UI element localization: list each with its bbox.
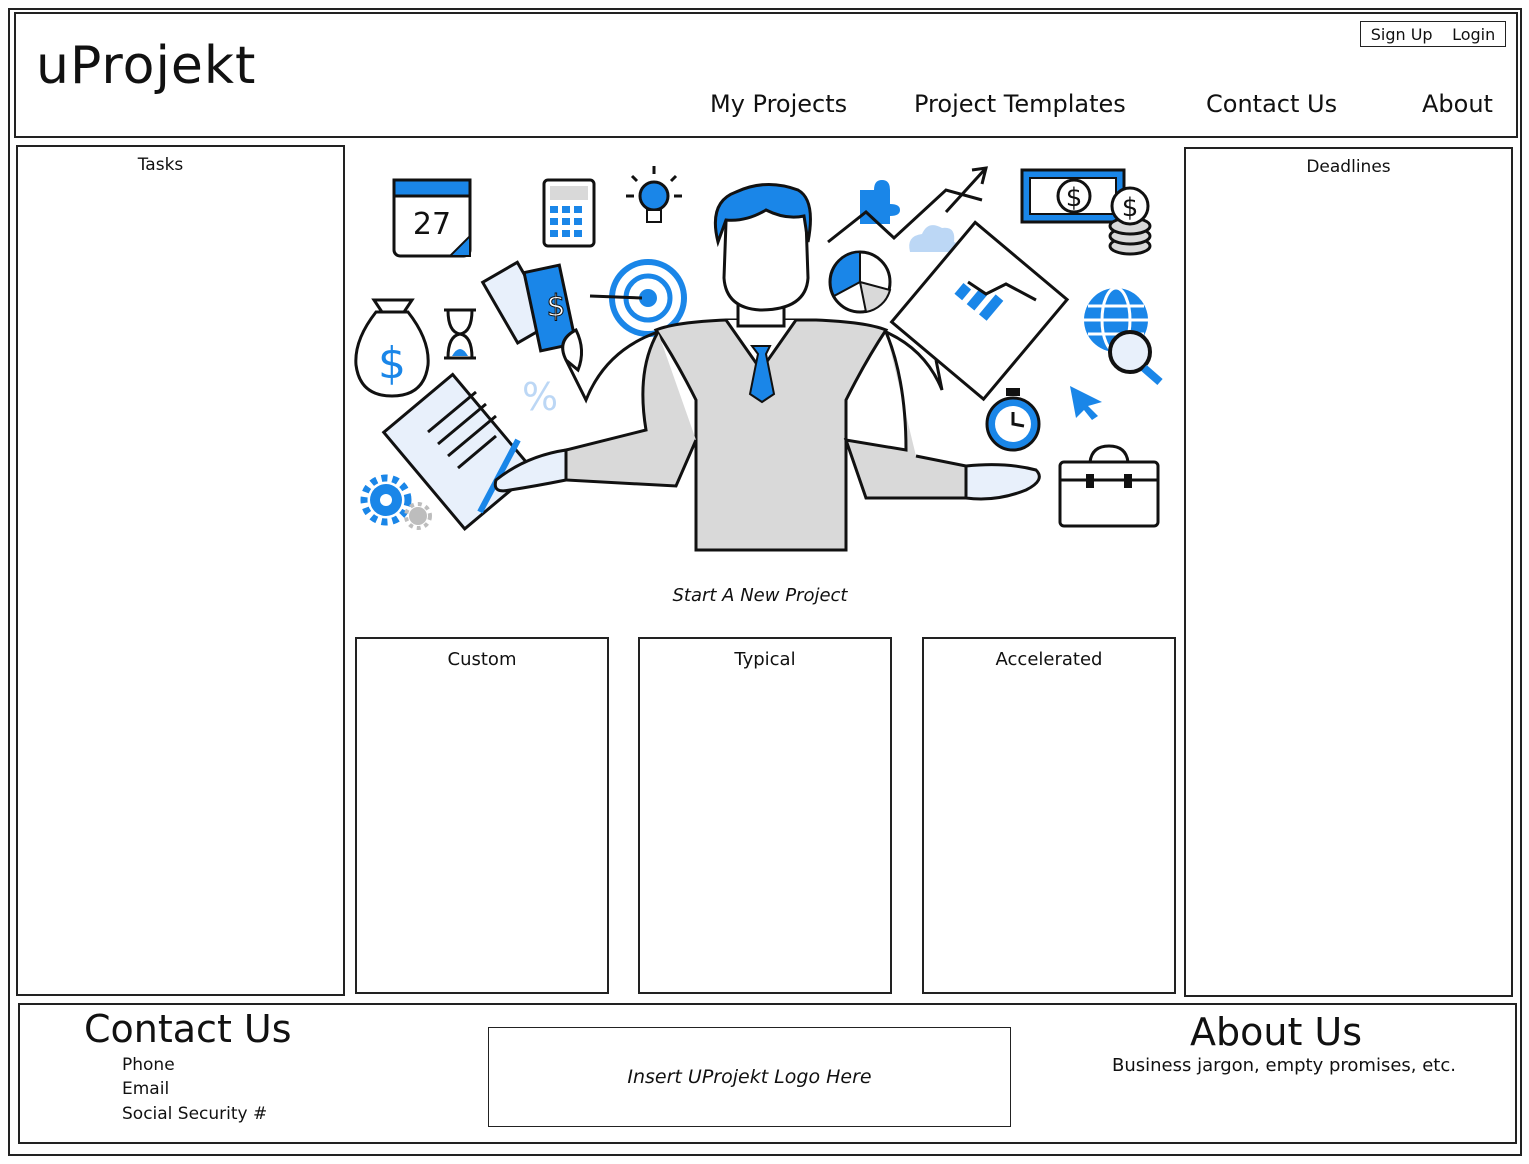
calendar-day: 27 <box>413 207 451 242</box>
card-accelerated[interactable]: Accelerated <box>922 637 1176 994</box>
document-pen-icon <box>381 372 536 531</box>
money-bag-icon: $ <box>354 298 430 398</box>
tasks-title: Tasks <box>137 155 184 175</box>
businessman-figure <box>493 182 1041 552</box>
svg-text:$: $ <box>378 338 406 389</box>
nav-project-templates[interactable]: Project Templates <box>914 90 1126 118</box>
footer-contact-phone[interactable]: Phone <box>122 1055 175 1075</box>
nav-about[interactable]: About <box>1422 90 1493 118</box>
footer-logo-text: Insert UProjekt Logo Here <box>627 1066 872 1088</box>
nav-my-projects[interactable]: My Projects <box>710 90 848 118</box>
deadlines-title: Deadlines <box>1306 157 1391 177</box>
login-link[interactable]: Login <box>1452 24 1496 44</box>
auth-box: Sign Up Login <box>1360 21 1506 47</box>
puzzle-icon <box>860 180 900 224</box>
svg-text:$: $ <box>1122 193 1139 223</box>
site-logo[interactable]: uProjekt <box>36 36 257 96</box>
tasks-panel: Tasks <box>16 145 345 996</box>
cash-coins-icon: $ $ <box>1020 168 1152 256</box>
footer-contact-title: Contact Us <box>84 1007 292 1051</box>
footer-logo-placeholder: Insert UProjekt Logo Here <box>488 1027 1011 1127</box>
percent-icon: % <box>522 375 558 419</box>
footer-about-title: About Us <box>1190 1010 1363 1054</box>
card-typical[interactable]: Typical <box>638 637 892 994</box>
footer-contact-email[interactable]: Email <box>122 1079 170 1099</box>
globe-search-icon <box>1084 286 1163 386</box>
stopwatch-icon <box>985 388 1041 452</box>
calendar-icon: 27 <box>392 178 472 258</box>
nav-contact-us[interactable]: Contact Us <box>1206 90 1338 118</box>
header <box>14 12 1518 138</box>
footer-contact-ssn[interactable]: Social Security # <box>122 1104 268 1124</box>
signup-link[interactable]: Sign Up <box>1370 24 1433 44</box>
footer-about-text: Business jargon, empty promises, etc. <box>1112 1055 1456 1076</box>
trend-arrow-icon <box>827 166 988 244</box>
calculator-icon <box>542 178 596 248</box>
svg-text:$: $ <box>1066 183 1083 213</box>
lightbulb-icon <box>626 166 682 223</box>
card-custom-title: Custom <box>447 649 517 670</box>
card-typical-title: Typical <box>734 649 796 670</box>
cloud-icon <box>909 225 962 252</box>
hero-illustration: 27 $ $ <box>354 166 1163 552</box>
footer: Contact Us Phone Email Social Security #… <box>18 1003 1517 1144</box>
hourglass-icon <box>444 308 476 360</box>
banknote-icon: $ <box>480 260 578 353</box>
report-chart-icon <box>889 220 1070 402</box>
cursor-icon <box>1070 386 1102 420</box>
gear-icon <box>360 474 432 530</box>
pie-chart-icon <box>828 250 892 314</box>
svg-text:$: $ <box>546 289 565 324</box>
briefcase-icon <box>1058 444 1160 528</box>
card-custom[interactable]: Custom <box>355 637 609 994</box>
target-icon <box>589 259 687 337</box>
card-accelerated-title: Accelerated <box>995 649 1103 670</box>
start-new-project-label[interactable]: Start A New Project <box>672 585 848 606</box>
deadlines-panel: Deadlines <box>1184 147 1513 997</box>
